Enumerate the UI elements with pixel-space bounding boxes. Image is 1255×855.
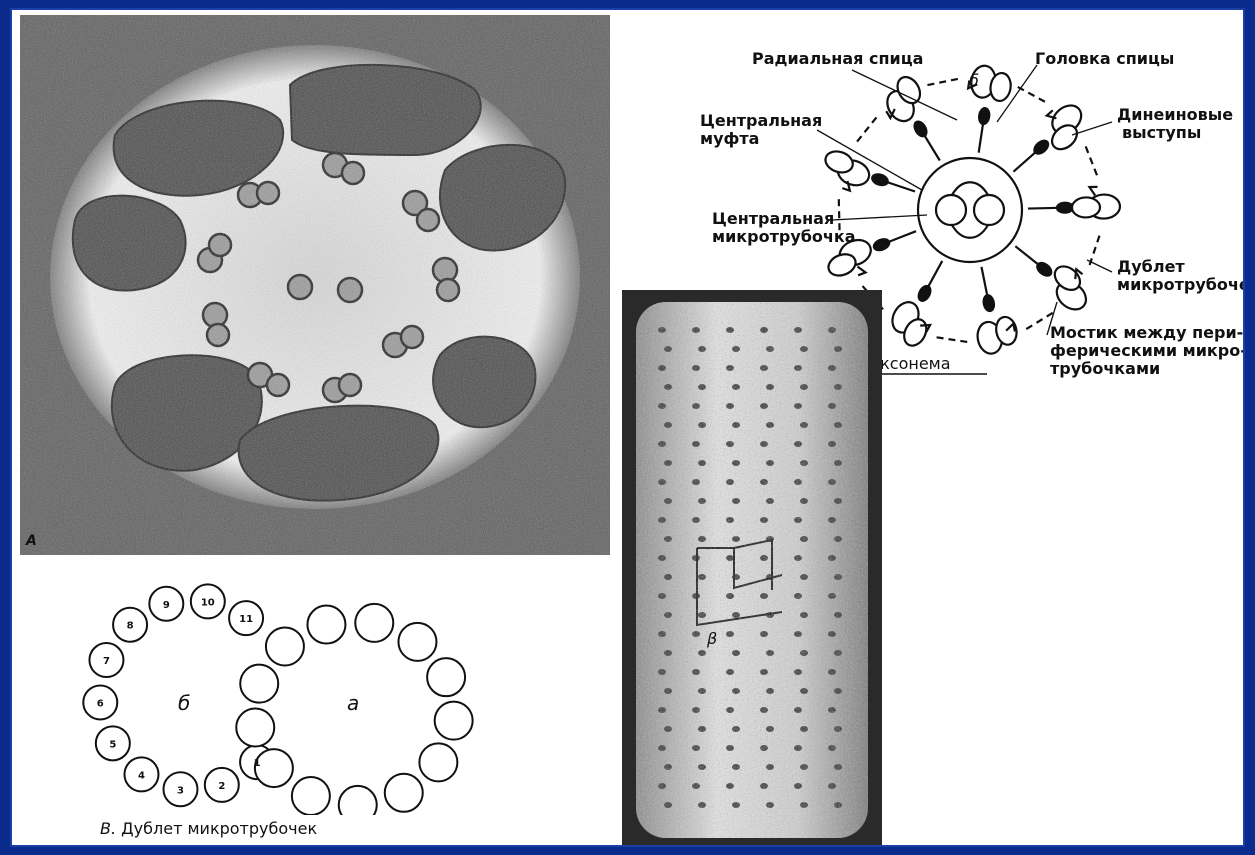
nexin-link — [934, 337, 968, 342]
dynein-arm — [857, 267, 865, 276]
figure-frame: A Радиальная спица Гол — [10, 8, 1245, 847]
protofilament-number: 6 — [97, 698, 104, 709]
label-central-microtubule-2: микротрубочка — [712, 228, 856, 245]
panel-a-letter: A — [26, 533, 37, 549]
a-protofilament — [266, 627, 304, 665]
spoke-head — [1057, 202, 1073, 212]
dynein-arm — [1089, 187, 1097, 195]
protofilament-number: 1 — [254, 758, 261, 769]
label-doublet-1: Дублет — [1117, 258, 1185, 275]
label-dynein-arms-1: Динеиновые — [1117, 106, 1233, 123]
label-central-sheath-1: Центральная — [700, 112, 822, 129]
label-b-tubule: б — [969, 72, 979, 89]
label-central-microtubule-1: Центральная — [712, 210, 834, 227]
microtubule-lattice-model: β — [622, 290, 882, 847]
label-tubule-b: б — [178, 695, 190, 712]
protofilament-number: 2 — [218, 781, 225, 792]
protofilament-number: 7 — [103, 656, 110, 667]
nexin-link — [1086, 146, 1098, 178]
nexin-link — [1018, 87, 1048, 103]
spoke-head — [912, 119, 929, 138]
label-beta: β — [707, 630, 717, 647]
label-radial-spoke: Радиальная спица — [752, 50, 923, 67]
electron-micrograph: A — [20, 15, 610, 555]
label-tubule-a: a — [347, 695, 359, 712]
spoke-head — [1032, 138, 1051, 156]
protofilament-number: 4 — [138, 770, 145, 781]
a-protofilament — [292, 777, 330, 815]
a-protofilament — [307, 606, 345, 644]
caption-doublet-text: Дублет микротрубочек — [121, 819, 317, 838]
nexin-link — [839, 196, 840, 230]
spoke-head — [872, 237, 891, 252]
a-protofilament — [236, 709, 274, 747]
a-protofilament — [240, 665, 278, 703]
label-nexin-link-1: Мостик между пери- — [1050, 324, 1243, 341]
nexin-link — [857, 115, 878, 142]
doublet-diagram: 1 2 3 4 5 6 7 8 9 10 11 б a В. Дублет микротрубоче… — [72, 575, 482, 845]
protofilament-number: 10 — [201, 597, 215, 608]
spoke-head — [871, 172, 889, 187]
protofilament-number: 8 — [127, 621, 134, 632]
caption-doublet: В. Дублет микротрубочек — [100, 819, 317, 838]
a-protofilament — [339, 786, 377, 815]
nexin-link — [927, 78, 960, 85]
a-protofilament — [435, 702, 473, 740]
label-spoke-head: Головка спицы — [1035, 50, 1174, 67]
a-protofilament — [419, 743, 457, 781]
label-dynein-arms-2: выступы — [1122, 124, 1201, 141]
b-tubule — [1072, 197, 1100, 218]
protofilament-number: 3 — [177, 785, 184, 796]
protofilament-number: 9 — [163, 600, 170, 611]
spoke-head — [1035, 260, 1054, 278]
a-protofilament — [398, 623, 436, 661]
a-protofilament — [385, 774, 423, 812]
central-sheath — [918, 158, 1022, 262]
spoke-head — [982, 294, 995, 312]
spoke-head — [916, 284, 932, 303]
protofilament-number: 5 — [109, 739, 116, 750]
label-nexin-link-3: трубочками — [1050, 360, 1160, 377]
a-protofilament — [355, 604, 393, 642]
caption-doublet-letter: В. — [100, 819, 116, 838]
protofilament-number: 11 — [239, 614, 253, 625]
spoke-head — [978, 107, 990, 124]
nexin-link — [1024, 313, 1053, 331]
label-central-sheath-2: муфта — [700, 130, 759, 147]
a-protofilament — [255, 749, 293, 787]
label-nexin-link-2: ферическими микро- — [1050, 342, 1245, 359]
a-protofilament — [427, 658, 465, 696]
label-doublet-2: микротрубочек — [1117, 276, 1245, 293]
